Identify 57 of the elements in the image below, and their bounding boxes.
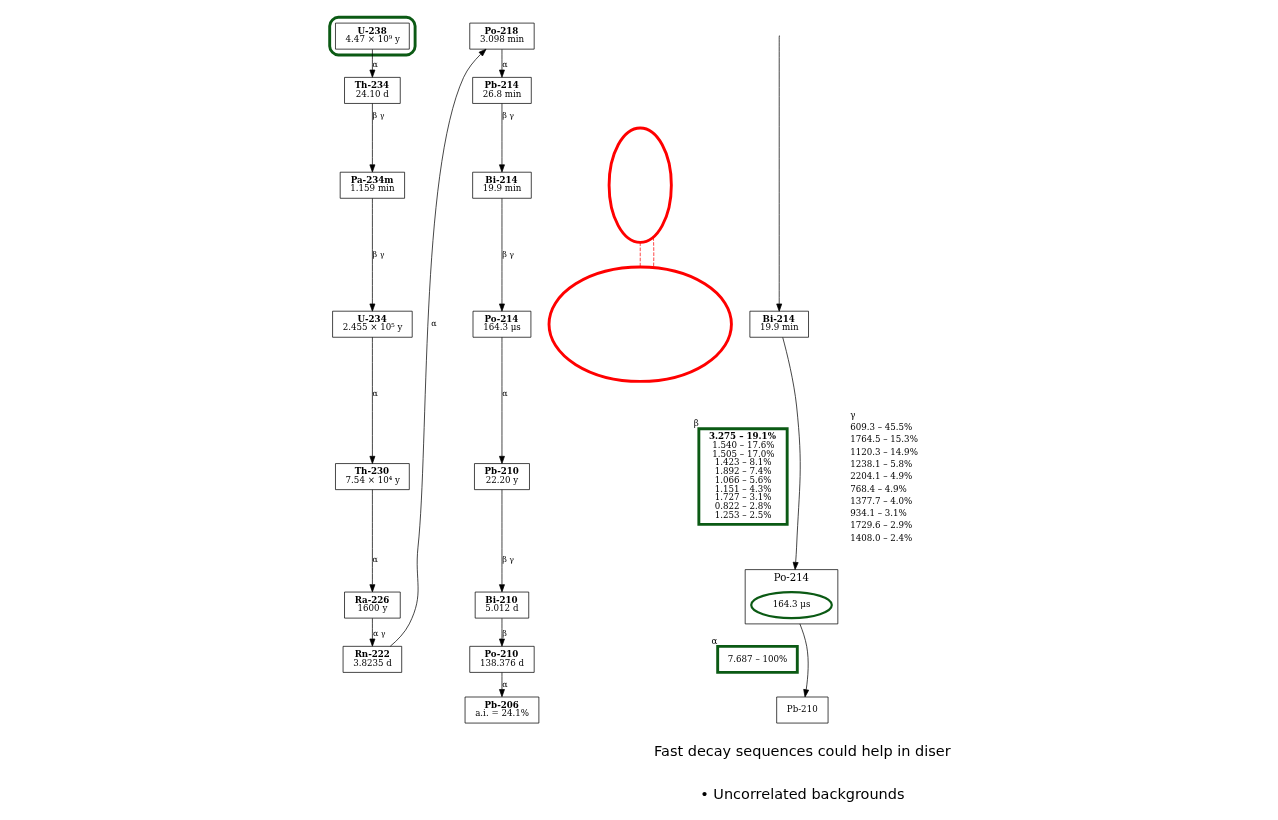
arrow bbox=[498, 103, 505, 173]
node-box: Th-234 24.10 d bbox=[343, 77, 401, 104]
arrow bbox=[775, 36, 782, 312]
label: 1377.7 – 4.0% bbox=[849, 495, 912, 506]
label: 1764.5 – 15.3% bbox=[849, 434, 918, 445]
node-box: Po-214 164.3 μs bbox=[472, 310, 531, 338]
node-box: Bi-214 19.9 min bbox=[749, 310, 809, 338]
node-box: Po-210 138.376 d bbox=[468, 646, 535, 673]
node-box: 7.687 – 100% bbox=[715, 644, 799, 674]
connector bbox=[639, 242, 641, 268]
node-box: Pb-210 bbox=[775, 696, 828, 724]
label: γ bbox=[849, 409, 855, 420]
node-box: Ra-226 1600 y bbox=[343, 591, 401, 619]
arrow bbox=[369, 489, 375, 593]
label: 2204.1 – 4.9% bbox=[849, 471, 912, 482]
arrow bbox=[498, 198, 505, 312]
arrow bbox=[498, 489, 505, 593]
connector bbox=[652, 236, 654, 268]
arrow bbox=[781, 337, 801, 570]
node-box: Bi-210 5.012 d bbox=[474, 591, 529, 619]
node-box: Th-230 7.54 × 10⁴ y bbox=[334, 463, 410, 490]
node-box: Pa-234m 1.159 min bbox=[339, 171, 405, 199]
label: • Uncorrelated backgrounds bbox=[699, 786, 905, 803]
label: Fast decay sequences could help in diser bbox=[653, 743, 951, 760]
arrow bbox=[369, 617, 375, 647]
arrow bbox=[389, 48, 486, 647]
node-box: Po-218 3.098 min bbox=[468, 22, 535, 50]
node-ellipse bbox=[547, 265, 733, 383]
arrow bbox=[369, 198, 375, 312]
label: 609.3 – 45.5% bbox=[849, 421, 912, 432]
node-box: Pb-210 22.20 y bbox=[473, 463, 530, 490]
cluster bbox=[327, 15, 417, 57]
node-box: U-234 2.455 × 10⁵ y bbox=[331, 310, 413, 338]
arrow bbox=[498, 672, 505, 698]
node-box: Pb-206 a.i. = 24.1% bbox=[464, 696, 539, 724]
label: 1408.0 – 2.4% bbox=[849, 532, 912, 543]
node-label: β bbox=[693, 418, 699, 429]
node-box: 3.275 – 19.1% 1.540 – 17.6% 1.505 – 17.0% 1.423 – 8.1% 1.892 – 7.4% 1.066 – 5.6% 1.151 – 4.3% 1.727 – 3.1% 0.822 – 2.8% 1.253 – 2.5% bbox=[696, 427, 789, 526]
node-box: U-238 4.47 × 10⁹ y bbox=[334, 22, 410, 50]
node-box: Rn-222 3.8235 d bbox=[342, 646, 402, 673]
label: 934.1 – 3.1% bbox=[849, 508, 907, 519]
arrow bbox=[369, 336, 375, 464]
node-label: α bbox=[710, 635, 717, 646]
arrow bbox=[498, 617, 505, 647]
arrow bbox=[498, 336, 505, 464]
node-ellipse bbox=[607, 126, 673, 244]
node-box: Bi-214 19.9 min bbox=[471, 171, 532, 199]
label: 1729.6 – 2.9% bbox=[849, 520, 912, 531]
label: 1120.3 – 14.9% bbox=[849, 446, 918, 457]
arrow bbox=[498, 49, 505, 78]
arrow bbox=[799, 623, 809, 698]
arrow bbox=[369, 103, 375, 173]
node-box: Pb-214 26.8 min bbox=[471, 77, 532, 104]
arrow bbox=[369, 49, 375, 78]
node-ellipse: 164.3 μs bbox=[749, 590, 833, 620]
label: 768.4 – 4.9% bbox=[849, 483, 907, 494]
label: 1238.1 – 5.8% bbox=[849, 458, 912, 469]
